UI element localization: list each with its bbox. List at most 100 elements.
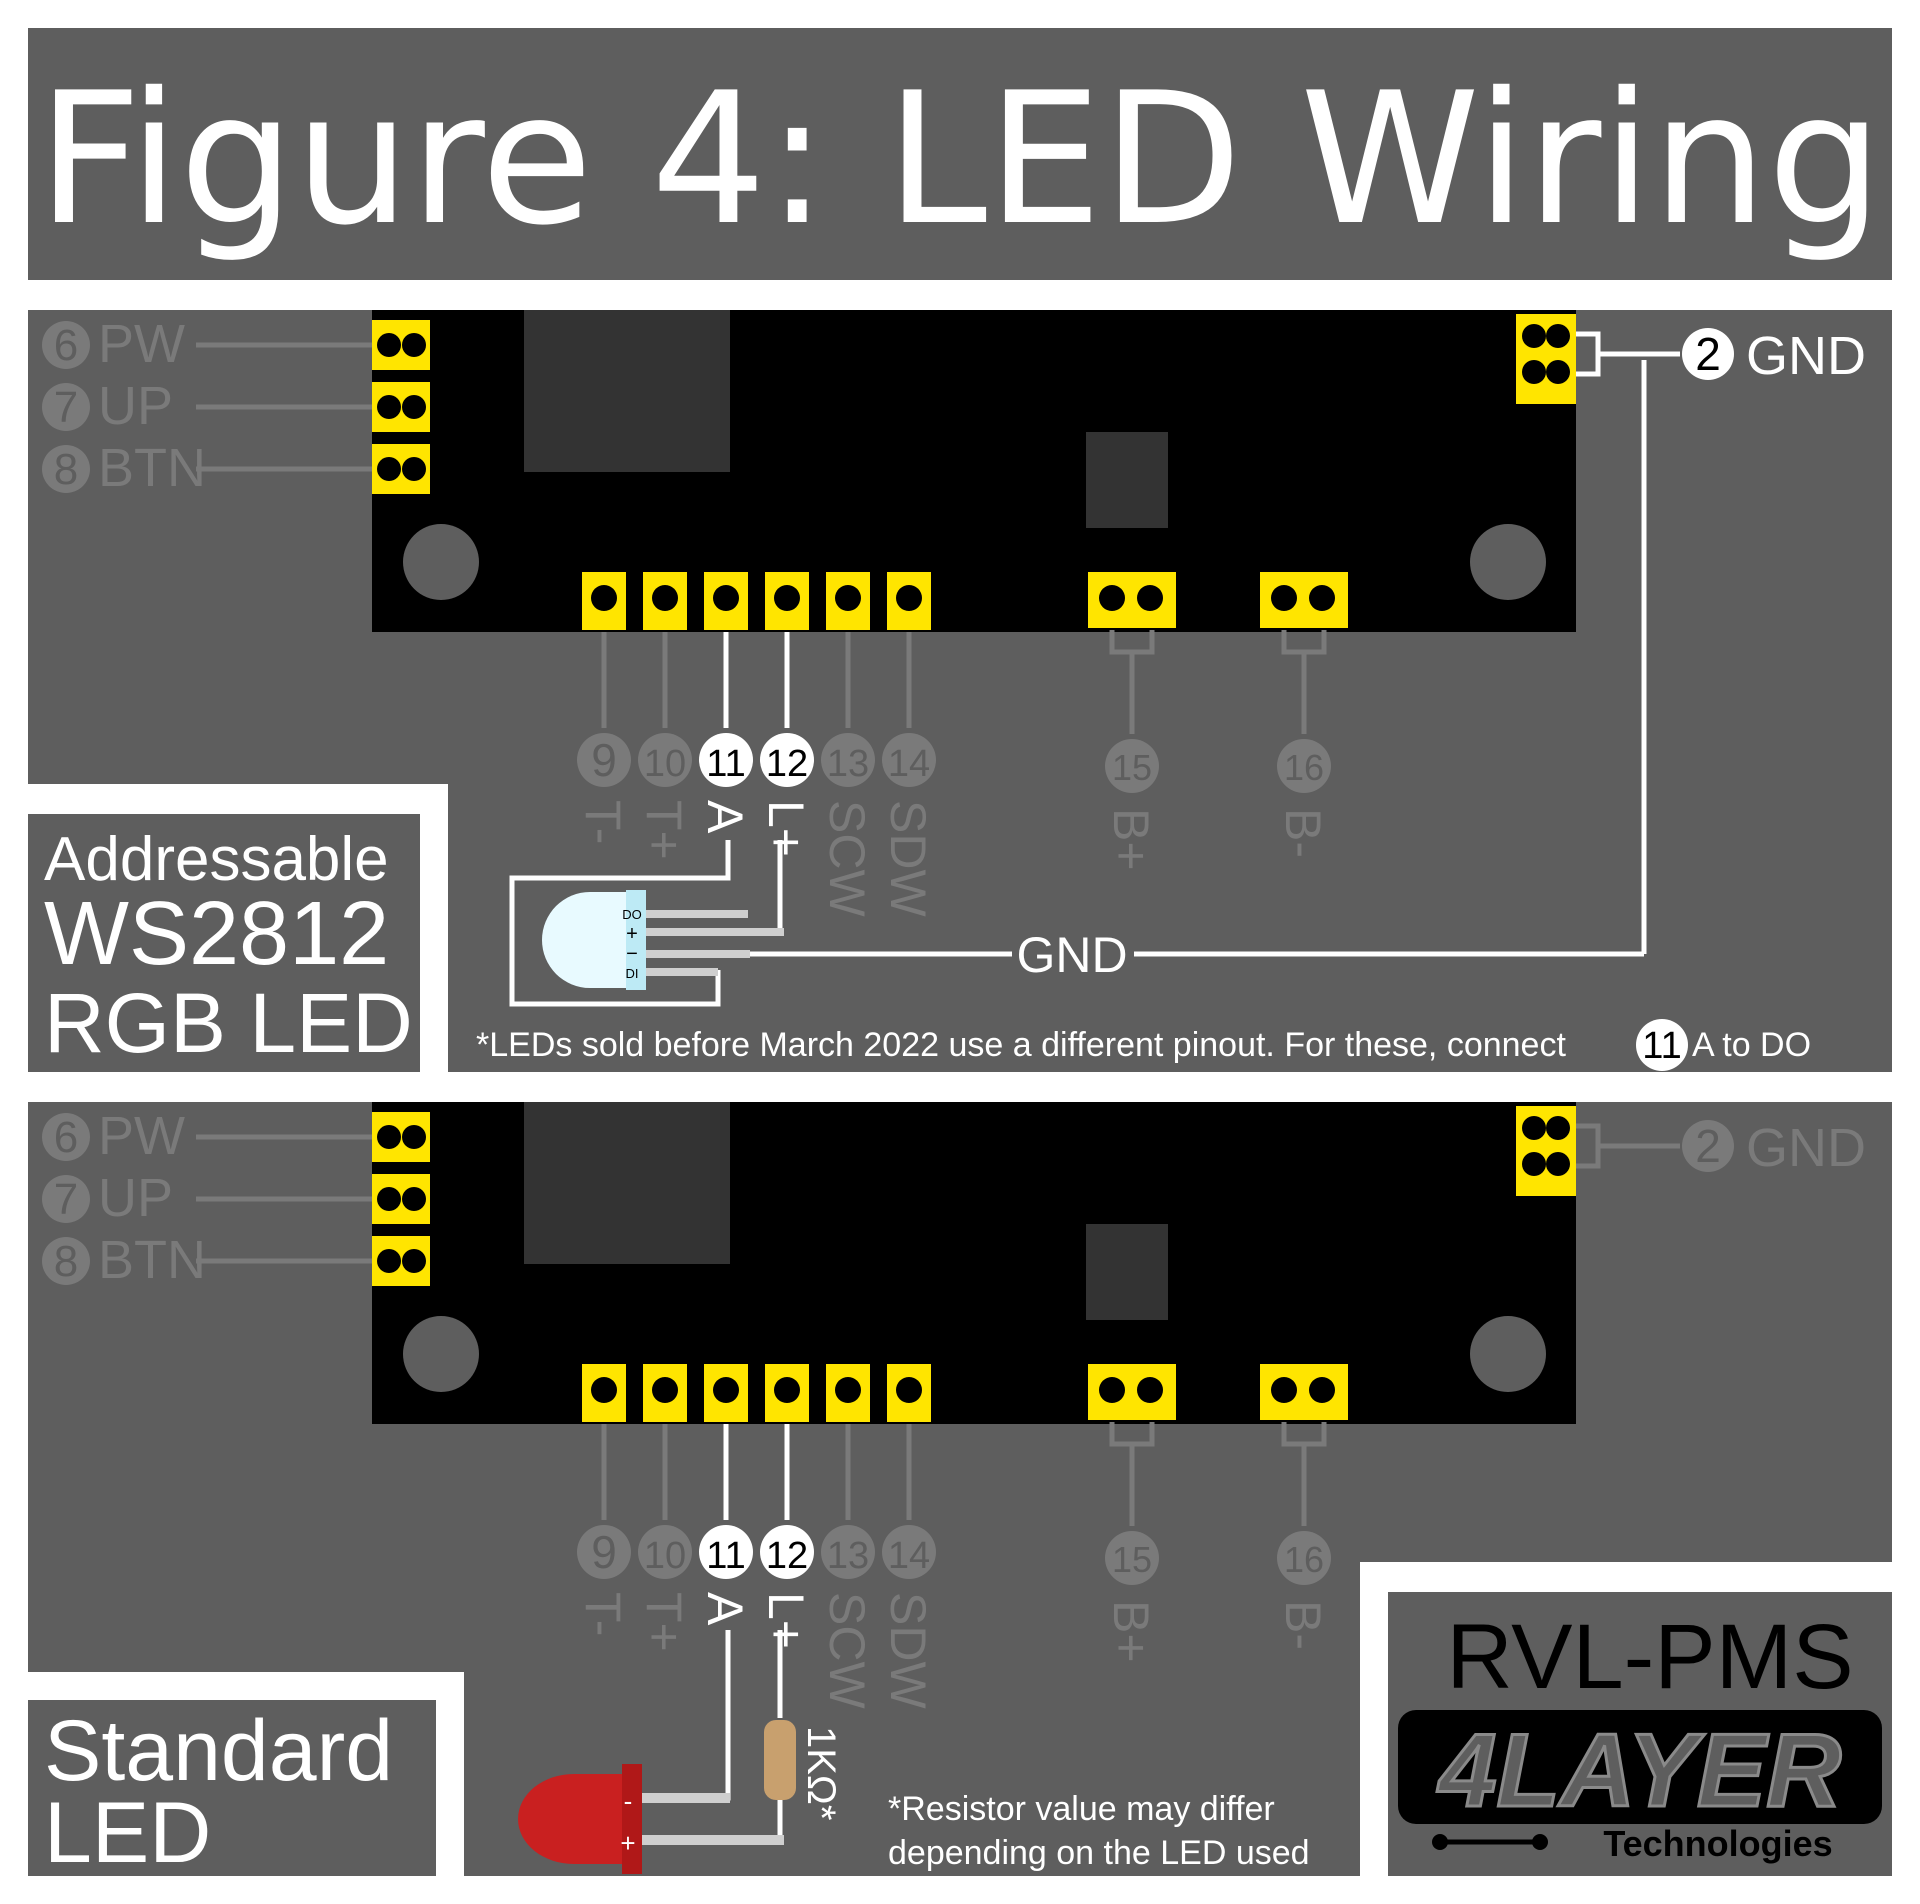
bottom-pin-badge [577, 733, 631, 787]
bottom-pin-label: T+ [636, 1592, 692, 1652]
bottom-pin-num: 16 [1284, 1539, 1324, 1580]
bottom-pin-num: 15 [1112, 747, 1152, 788]
bottom-pin-label: SDW [880, 800, 936, 917]
mounting-hole [1470, 524, 1546, 600]
led-pin-di: DI [626, 966, 639, 981]
left-pad-hole [402, 1187, 426, 1211]
bottom-pin-num: 12 [766, 743, 808, 785]
bottom-pin-label: L+ [758, 1592, 814, 1649]
gnd-label: GND [1746, 1118, 1866, 1178]
pinout-note: *LEDs sold before March 2022 use a diffe… [476, 1026, 1566, 1064]
left-pin-num: 7 [54, 1175, 78, 1224]
product-name: RVL-PMS [1446, 1606, 1853, 1708]
left-pin-label: PW [98, 1106, 185, 1166]
gnd-pad [1516, 314, 1576, 404]
gnd-pad-hole [1546, 324, 1570, 348]
gnd-badge [1682, 1120, 1734, 1172]
bottom-pin-num: 10 [644, 1535, 686, 1577]
bottom-pin-badge [760, 1525, 814, 1579]
bottom-pin-badge [1277, 739, 1331, 793]
left-pad-hole [402, 333, 426, 357]
bottom-double-pad-hole [1309, 585, 1335, 611]
left-pad-hole [402, 1249, 426, 1273]
left-pin-label: PW [98, 314, 185, 374]
bottom-pad-hole [774, 1377, 800, 1403]
bottom-pad-hole [713, 585, 739, 611]
bottom-pin-num: 9 [591, 1526, 617, 1578]
bottom-pin-badge [821, 733, 875, 787]
bottom-pin-num: 10 [644, 743, 686, 785]
bottom-pin-label: T+ [636, 800, 692, 860]
resistor-note-1: *Resistor value may differ [888, 1790, 1275, 1828]
bottom-pad-hole [713, 1377, 739, 1403]
bottom-pad-hole [774, 585, 800, 611]
bottom-pin-badge [1105, 739, 1159, 793]
logo-sub: Technologies [1603, 1823, 1832, 1864]
resistor-note-2: depending on the LED used [888, 1834, 1310, 1872]
bottom-pin-badge [638, 733, 692, 787]
bottom-pin-num: 12 [766, 1535, 808, 1577]
left-pin-label: UP [98, 1168, 173, 1228]
bottom-pin-badge [699, 733, 753, 787]
bottom-pin-label: T- [575, 800, 631, 844]
bottom-pin-label: T- [575, 1592, 631, 1636]
gnd-pad-hole [1546, 360, 1570, 384]
left-pad-hole [377, 333, 401, 357]
gnd-pad-hole [1522, 1116, 1546, 1140]
bottom-pin-badge [882, 1525, 936, 1579]
left-pad-hole [377, 457, 401, 481]
bottom-pin-num: 16 [1284, 747, 1324, 788]
gnd-pad-hole [1522, 1152, 1546, 1176]
note-badge [1636, 1019, 1688, 1071]
bottom-double-pad-hole [1137, 585, 1163, 611]
caption-led: LED [44, 1785, 211, 1881]
bottom-double-pad-hole [1271, 1377, 1297, 1403]
bottom-pin-badge [699, 1525, 753, 1579]
bottom-pin-label: B- [1275, 808, 1331, 858]
bottom-pad-hole [652, 585, 678, 611]
bottom-pin-num: 13 [827, 743, 869, 785]
left-pad-hole [402, 457, 426, 481]
bottom-pin-num: 15 [1112, 1539, 1152, 1580]
left-pin-badge [42, 383, 90, 431]
bottom-pin-badge [821, 1525, 875, 1579]
bottom-pin-label: SCW [819, 1592, 875, 1709]
bottom-double-pad-hole [1099, 1377, 1125, 1403]
bottom-pin-label: B- [1275, 1600, 1331, 1650]
bottom-pin-num: 14 [888, 1535, 930, 1577]
bottom-double-pad-hole [1309, 1377, 1335, 1403]
gnd-label: GND [1746, 326, 1866, 386]
left-pad-hole [402, 395, 426, 419]
left-pad-hole [377, 1125, 401, 1149]
bottom-pad-hole [835, 585, 861, 611]
bottom-double-pad-hole [1137, 1377, 1163, 1403]
bottom-pin-num: 9 [591, 734, 617, 786]
figure-title: Figure 4: LED Wiring [37, 53, 1883, 265]
left-pin-badge [42, 1113, 90, 1161]
left-pin-badge [42, 1175, 90, 1223]
left-pin-label: UP [98, 376, 173, 436]
red-led-pin-minus: - [624, 1786, 633, 1816]
bottom-pin-label: A [697, 1592, 753, 1626]
led-pin-minus: − [626, 943, 638, 965]
logo-word: 4LAYER [1437, 1713, 1842, 1829]
gnd-num: 2 [1695, 328, 1721, 380]
left-pin-badge [42, 1237, 90, 1285]
left-pad-hole [377, 1249, 401, 1273]
bottom-pin-label: SCW [819, 800, 875, 917]
red-led [518, 1764, 642, 1874]
small-chip [1086, 1224, 1168, 1320]
note-suffix: A to DO [1692, 1026, 1811, 1064]
gnd-pad-hole [1522, 324, 1546, 348]
left-pin-badge [42, 321, 90, 369]
bottom-pin-label: B+ [1103, 808, 1159, 871]
gnd-pad-hole [1546, 1116, 1570, 1140]
bottom-pin-num: 13 [827, 1535, 869, 1577]
mcu-chip [524, 310, 730, 472]
caption-addressable: Addressable [44, 825, 389, 894]
gnd-badge [1682, 328, 1734, 380]
left-pin-num: 8 [54, 445, 78, 494]
bottom-pad-hole [896, 585, 922, 611]
small-chip [1086, 432, 1168, 528]
